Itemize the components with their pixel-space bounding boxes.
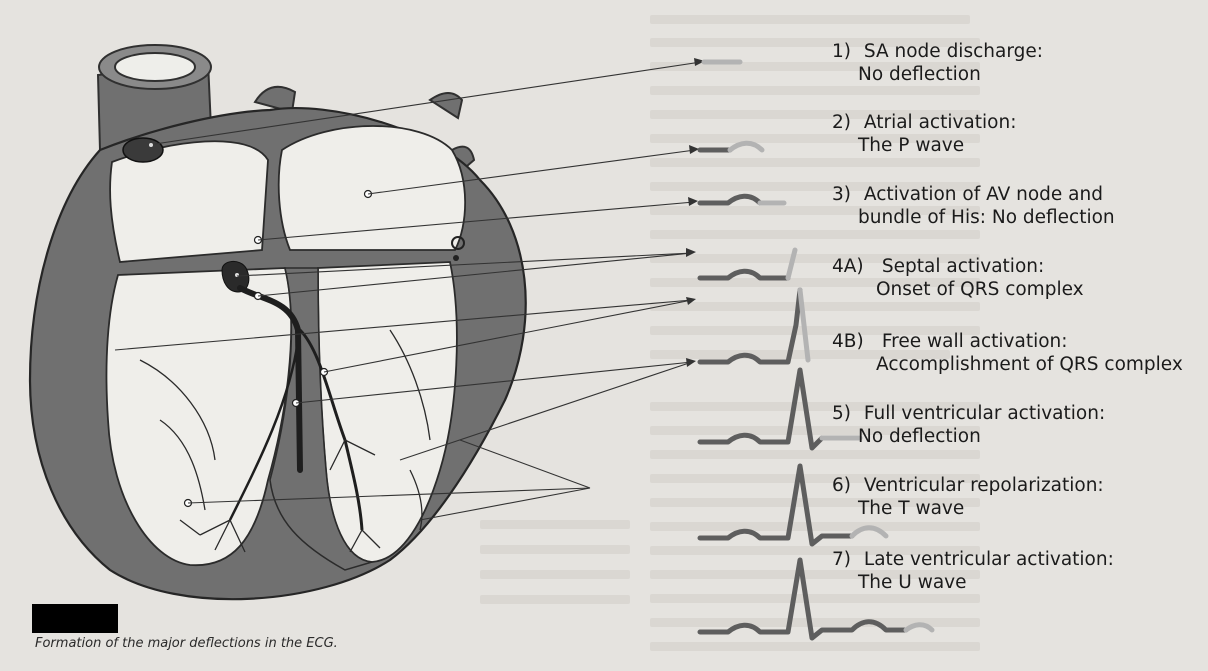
- arrowhead-5: [686, 358, 696, 367]
- stage-description: Onset of QRS complex: [876, 278, 1084, 301]
- arrowhead-4b: [686, 297, 696, 305]
- stage-label-7: 7) Late ventricular activation: The U wa…: [832, 548, 1114, 594]
- arrowhead-3: [688, 197, 698, 206]
- stage-number: 4A): [832, 255, 876, 278]
- sa-node: [123, 138, 163, 162]
- stage-label-6: 6) Ventricular repolarization: The T wav…: [832, 474, 1104, 520]
- stage-description: bundle of His: No deflection: [858, 206, 1115, 229]
- heart-illustration: [30, 45, 526, 599]
- stage-number: 7): [832, 548, 858, 571]
- stage-label-1: 1) SA node discharge: No deflection: [832, 40, 1043, 86]
- stage-label-4a: 4A) Septal activation: Onset of QRS comp…: [832, 255, 1084, 301]
- stage-description: The P wave: [858, 134, 1016, 157]
- stage-title: Atrial activation:: [864, 112, 1017, 133]
- stage-label-2: 2) Atrial activation: The P wave: [832, 111, 1016, 157]
- stage-title: Free wall activation:: [882, 331, 1068, 352]
- stage-description: The U wave: [858, 571, 1114, 594]
- leader-line-1: [155, 62, 701, 144]
- arrowhead-2: [689, 145, 699, 154]
- stage-title: Septal activation:: [882, 256, 1044, 277]
- leader-line-7-b: [460, 440, 590, 488]
- ecg-trace-4a: [700, 250, 795, 278]
- stage-number: 6): [832, 474, 858, 497]
- arrowhead-4a: [686, 248, 696, 257]
- stage-number: 4B): [832, 330, 876, 353]
- stage-label-5: 5) Full ventricular activation: No defle…: [832, 402, 1105, 448]
- figure-caption: Formation of the major deflections in th…: [35, 636, 338, 651]
- stage-number: 5): [832, 402, 858, 425]
- stage-label-3: 3) Activation of AV node and bundle of H…: [832, 183, 1115, 229]
- leader-arrowheads: [686, 58, 705, 367]
- stage-description: Accomplishment of QRS complex: [876, 353, 1183, 376]
- stage-number: 3): [832, 183, 858, 206]
- stage-title: Late ventricular activation:: [864, 549, 1114, 570]
- stage-title: Activation of AV node and: [864, 184, 1103, 205]
- stage-label-4b: 4B) Free wall activation: Accomplishment…: [832, 330, 1183, 376]
- ecg-trace-4b: [700, 290, 808, 362]
- ecg-trace-2: [700, 143, 762, 150]
- stage-description: No deflection: [858, 425, 1105, 448]
- stage-description: No deflection: [858, 63, 1043, 86]
- stage-title: Full ventricular activation:: [864, 403, 1105, 424]
- pulmonary-vein-stump: [430, 93, 462, 118]
- left-atrium: [279, 126, 465, 250]
- stage-description: The T wave: [858, 497, 1104, 520]
- stage-number: 2): [832, 111, 858, 134]
- redaction-bar: [32, 604, 118, 633]
- stage-title: SA node discharge:: [864, 41, 1043, 62]
- stage-number: 1): [832, 40, 858, 63]
- stage-title: Ventricular repolarization:: [864, 475, 1104, 496]
- ecg-trace-3: [700, 196, 784, 203]
